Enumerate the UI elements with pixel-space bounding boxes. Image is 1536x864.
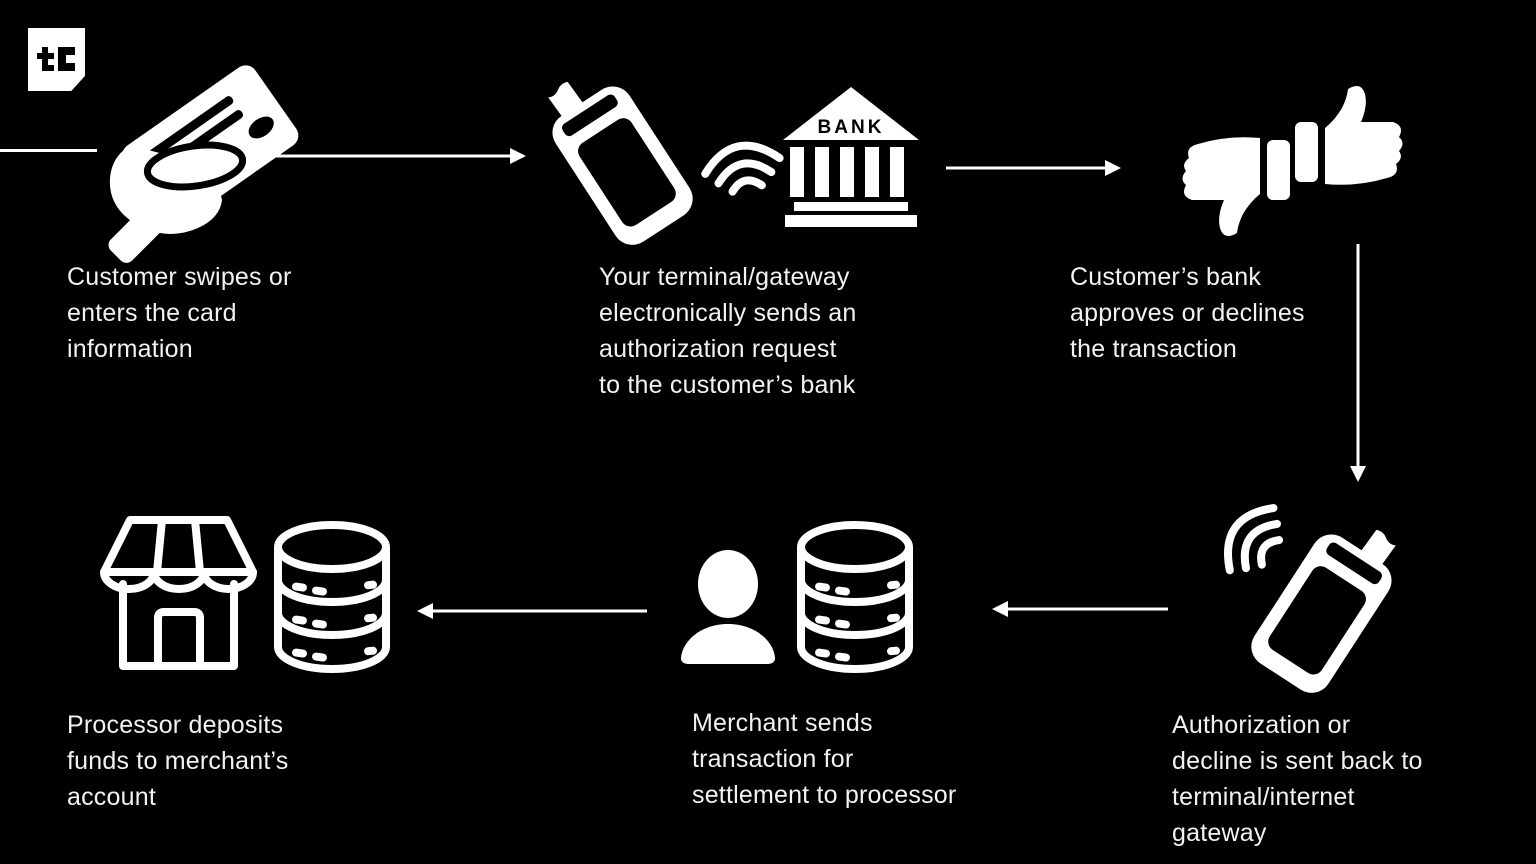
storefront-icon bbox=[96, 512, 261, 674]
thumbs-decision-icon bbox=[1180, 84, 1405, 242]
left-edge-line bbox=[0, 149, 97, 152]
contactless-waves-icon bbox=[692, 124, 791, 205]
database-icon bbox=[267, 520, 397, 675]
hand-holding-card-icon bbox=[90, 60, 299, 263]
tc-logo bbox=[28, 28, 85, 91]
pos-terminal-icon bbox=[534, 62, 704, 252]
caption-step-2: Your terminal/gateway electronically sen… bbox=[599, 263, 857, 399]
arrow-decision-to-terminal bbox=[1348, 244, 1368, 482]
arrow-bank-to-decision bbox=[946, 158, 1121, 178]
database-icon bbox=[790, 520, 920, 675]
caption-step-3: Customer’s bank approves or declines the… bbox=[1070, 263, 1305, 363]
caption-step-6: Processor deposits funds to merchant’s a… bbox=[67, 711, 289, 811]
arrow-card-to-terminal bbox=[276, 146, 526, 166]
caption-step-1: Customer swipes or enters the card infor… bbox=[67, 263, 292, 363]
bank-building-icon: BANK bbox=[781, 85, 921, 227]
caption-step-4: Authorization or decline is sent back to… bbox=[1172, 711, 1423, 847]
person-icon bbox=[676, 550, 781, 665]
thumbs-up-icon bbox=[1295, 85, 1403, 185]
caption-step-5: Merchant sends transaction for settlemen… bbox=[692, 709, 957, 809]
thumbs-down-icon bbox=[1182, 137, 1290, 237]
arrow-terminal-to-merchant bbox=[992, 599, 1168, 619]
pos-terminal-icon bbox=[1240, 510, 1410, 700]
contactless-waves-icon bbox=[1199, 484, 1302, 593]
bank-label: BANK bbox=[818, 117, 885, 138]
tc-logo-letters bbox=[36, 46, 75, 71]
arrow-merchant-to-processor bbox=[417, 601, 647, 621]
